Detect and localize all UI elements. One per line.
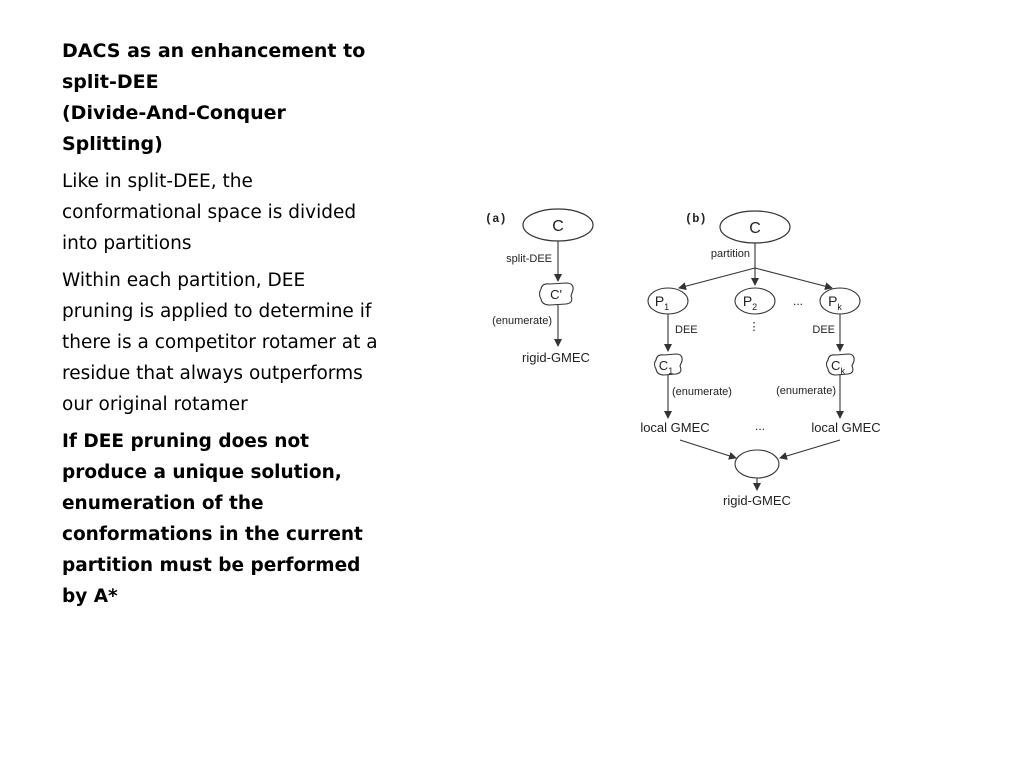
panel-b-partition-label: partition: [711, 248, 750, 260]
panel-b-vertical-dots: ⋮: [749, 321, 760, 333]
paragraph-dee-pruning: Within each partition, DEE pruning is ap…: [62, 270, 378, 415]
panel-b-local-gmec-k: local GMEC: [811, 420, 880, 435]
panel-b-dee-1-label: DEE: [675, 324, 698, 336]
panel-b-ck-node: [825, 353, 855, 376]
title-line-3: (Divide-And-Conquer: [62, 102, 286, 124]
panel-b-merge-edge-1: [679, 439, 737, 460]
title-line-1: DACS as an enhancement to: [62, 40, 366, 62]
panel-b-local-dots: ...: [755, 419, 765, 433]
panel-a-edge-split-label: split-DEE: [506, 253, 552, 265]
panel-b-pk-text: Pk: [828, 293, 842, 312]
paragraph-partitions: Like in split-DEE, the conformational sp…: [62, 171, 357, 254]
panel-b-p2-node: [734, 287, 776, 315]
title-line-2: split-DEE: [62, 71, 159, 93]
panel-b-enum-k-label: (enumerate): [776, 385, 836, 397]
panel-b-c1-node: [653, 353, 683, 376]
panel-b-c1-text: C1: [659, 358, 673, 376]
panel-b-p-dots: ...: [793, 294, 803, 308]
panel-b-enum-1-label: (enumerate): [672, 386, 732, 398]
panel-b-dee-k-label: DEE: [812, 324, 835, 336]
panel-a-pruned-node: [538, 282, 574, 306]
panel-a-result: rigid-GMEC: [522, 350, 590, 365]
slide-title: DACS as an enhancement to split-DEE (Div…: [62, 36, 392, 160]
title-line-4: Splitting): [62, 133, 163, 155]
panel-b-edge-pk: [754, 267, 833, 291]
dacs-diagram-svg: (a) C split-DEE C' (enumerate) rigid-GME…: [485, 208, 881, 508]
panel-b-p2-text: P2: [743, 293, 757, 312]
slide-body: Like in split-DEE, the conformational sp…: [62, 166, 382, 618]
paragraph-enumeration: If DEE pruning does not produce a unique…: [62, 431, 363, 607]
dacs-diagram: (a) C split-DEE C' (enumerate) rigid-GME…: [470, 200, 900, 520]
panel-b-merge-node: [734, 449, 780, 479]
panel-b-root-text: C: [749, 220, 761, 237]
panel-a-label: (a): [485, 212, 507, 226]
panel-a-root-text: C: [552, 218, 564, 235]
panel-a-pruned-text: C': [550, 287, 562, 302]
panel-b-p1-text: P1: [655, 293, 669, 312]
panel-b-label: (b): [685, 212, 707, 226]
panel-b-result: rigid-GMEC: [723, 493, 791, 508]
panel-a-edge-enum-label: (enumerate): [492, 315, 552, 327]
panel-b-local-gmec-1: local GMEC: [640, 420, 709, 435]
panel-b-ck-text: Ck: [831, 358, 845, 376]
panel-b-merge-edge-k: [779, 439, 841, 460]
panel-b-edge-p1: [678, 267, 756, 291]
